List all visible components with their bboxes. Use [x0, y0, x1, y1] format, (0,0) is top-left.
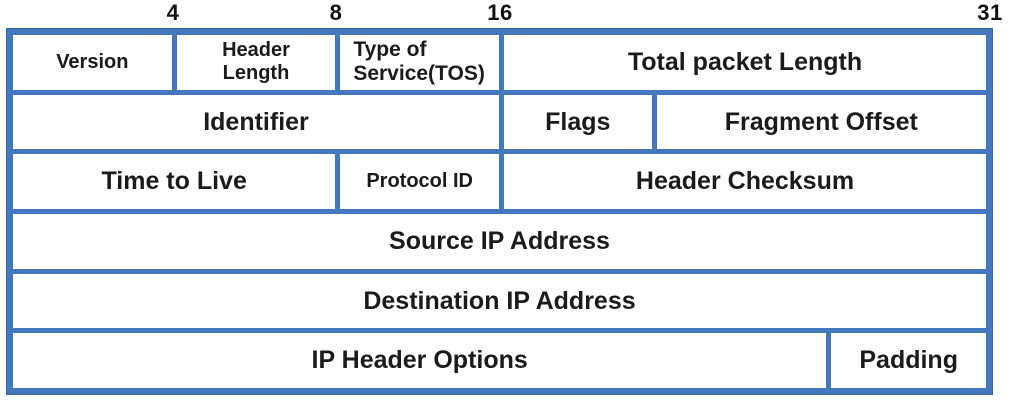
bit-ruler: 4 8 16 31	[0, 0, 1024, 28]
bit-marker-31: 31	[977, 0, 1003, 25]
field-source-ip-address: Source IP Address	[13, 214, 986, 269]
field-type-of-service: Type of Service(TOS)	[340, 35, 499, 90]
field-version: Version	[13, 35, 172, 90]
field-total-packet-length: Total packet Length	[504, 35, 986, 90]
bit-marker-8: 8	[329, 0, 343, 25]
field-flags: Flags	[504, 94, 652, 150]
field-header-length-label: Header Length	[222, 39, 290, 85]
field-destination-ip-address: Destination IP Address	[13, 273, 986, 329]
field-padding: Padding	[831, 333, 986, 388]
field-header-length: Header Length	[176, 35, 336, 90]
header-fields-grid: Version Header Length Type of Service(TO…	[6, 28, 993, 395]
bit-marker-16: 16	[487, 0, 513, 25]
bit-marker-4: 4	[166, 0, 180, 25]
field-ip-header-options: IP Header Options	[13, 333, 827, 388]
field-identifier: Identifier	[13, 94, 499, 150]
field-time-to-live: Time to Live	[13, 154, 336, 209]
field-fragment-offset: Fragment Offset	[656, 94, 986, 150]
field-protocol-id: Protocol ID	[340, 154, 499, 209]
field-header-checksum: Header Checksum	[504, 154, 986, 209]
